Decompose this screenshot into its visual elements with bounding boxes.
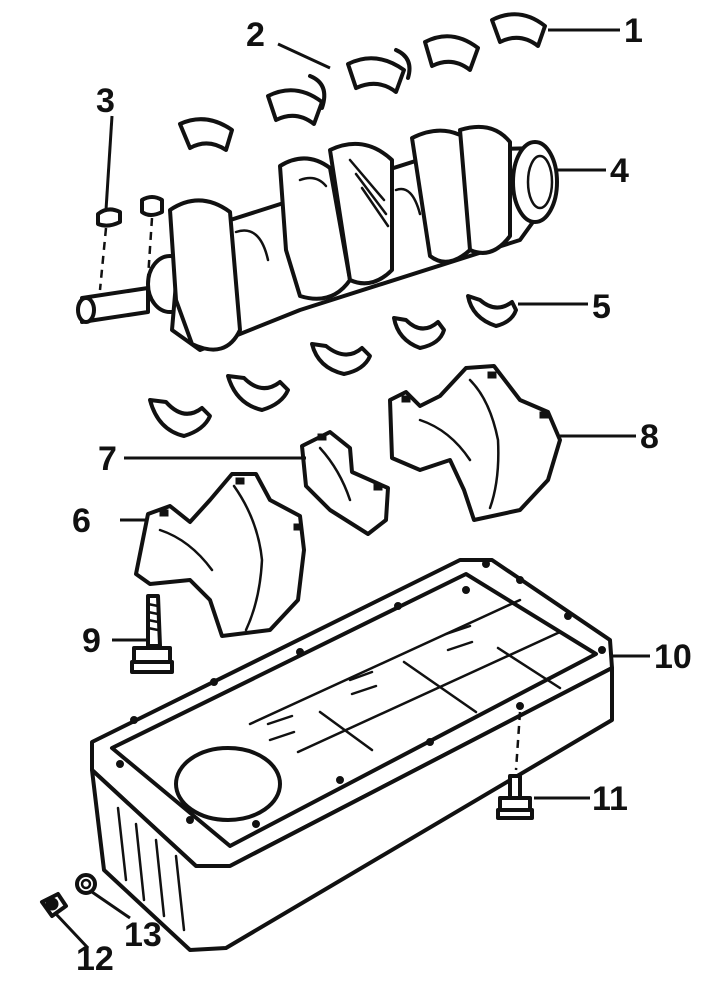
callout-1: 1 [624, 12, 643, 50]
counterweight-1 [168, 198, 242, 352]
crankshaft-rear-flange [511, 140, 559, 224]
gear-teeth [348, 158, 390, 228]
callout-7: 7 [98, 440, 117, 478]
main-bearing-cap-8 [388, 364, 562, 522]
counterweight-3 [328, 142, 394, 286]
leader-lines [54, 28, 650, 950]
cap-bolt [130, 594, 174, 674]
drain-plug [40, 892, 68, 918]
woodruff-keys [96, 195, 164, 291]
bolt-alignment-line [514, 711, 522, 771]
key-alignment-line-2 [146, 217, 154, 279]
upper-bearing-shells [178, 12, 547, 152]
woodruff-key-1 [96, 207, 122, 228]
callout-9: 9 [82, 622, 101, 660]
thrust-washer-upper-1 [394, 48, 412, 80]
bearing-shell-lower-1 [466, 294, 518, 328]
journal-detail-2 [394, 187, 422, 216]
callout-12: 12 [76, 940, 114, 978]
callout-6: 6 [72, 502, 91, 540]
bearing-shell-lower-3 [310, 342, 372, 376]
main-bearing-cap-6 [134, 472, 306, 638]
bearing-shell-lower-5 [148, 398, 212, 438]
bearing-shell-upper-2 [423, 34, 480, 72]
oil-pan-bolt [496, 774, 534, 820]
crankshaft [76, 125, 559, 352]
oil-pan-body [90, 666, 614, 952]
key-alignment-line-1 [98, 227, 108, 291]
journal-detail-3 [298, 176, 328, 188]
journal-detail-1 [234, 229, 270, 262]
lower-bearing-shells [148, 294, 518, 438]
crankshaft-rear-flange-rim [526, 154, 554, 210]
bearing-shell-upper-1 [490, 12, 547, 48]
counterweight-5 [458, 125, 512, 255]
oil-pan [90, 558, 614, 952]
callout-4: 4 [610, 152, 629, 190]
callout-5: 5 [592, 288, 611, 326]
callout-11: 11 [592, 780, 628, 818]
oil-pan-baffles [248, 598, 562, 754]
bearing-shell-upper-5 [178, 117, 234, 152]
drain-plug-washer [75, 873, 97, 895]
main-bearing-cap-7 [300, 430, 390, 536]
callout-3: 3 [96, 82, 115, 120]
callout-2: 2 [246, 16, 265, 54]
oil-pan-ribs [116, 806, 186, 932]
bearing-shell-lower-2 [392, 316, 446, 350]
crankshaft-snout-end [76, 296, 96, 324]
bearing-shell-upper-4 [266, 88, 324, 126]
callout-labels: 1 2 3 4 5 6 7 8 9 10 11 12 13 [72, 12, 692, 978]
bearing-shell-upper-3 [346, 56, 406, 94]
oil-pan-inner-lip [110, 572, 598, 848]
callout-10: 10 [654, 638, 692, 676]
woodruff-key-2 [140, 195, 164, 217]
oil-pan-bolt-holes [116, 560, 606, 828]
oil-pan-sump [174, 746, 282, 822]
callout-13: 13 [124, 916, 162, 954]
callout-8: 8 [640, 418, 659, 456]
thrust-washer-upper-2 [308, 74, 327, 110]
oil-pan-slots [266, 624, 474, 742]
bearing-shell-lower-4 [226, 374, 290, 412]
